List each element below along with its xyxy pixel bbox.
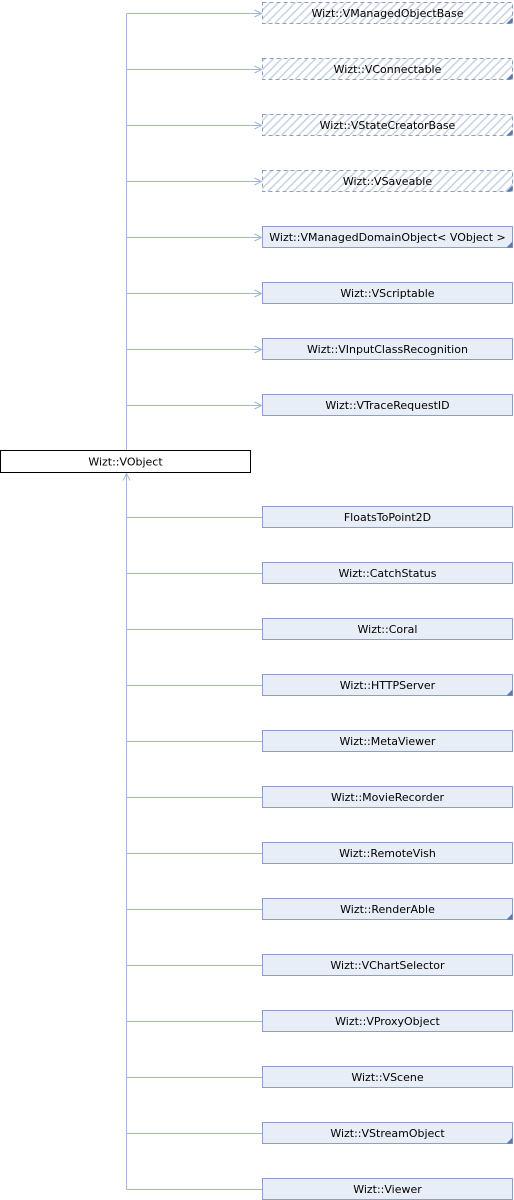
inherit-arrow-icon xyxy=(122,472,131,481)
more-marker-icon xyxy=(506,17,513,24)
inherit-arrow-icon xyxy=(254,401,263,410)
more-marker-icon xyxy=(506,129,513,136)
node-label: Wizt::Coral xyxy=(358,623,418,636)
node-box xyxy=(262,954,513,976)
child-class-node-renderable[interactable]: Wizt::RenderAble xyxy=(262,898,513,920)
more-marker-icon xyxy=(506,73,513,80)
node-label: Wizt::VScriptable xyxy=(340,287,434,300)
node-box xyxy=(262,674,513,696)
node-label: Wizt::MovieRecorder xyxy=(331,791,445,804)
node-label: Wizt::VInputClassRecognition xyxy=(307,343,468,356)
node-label: Wizt::VObject xyxy=(88,456,163,469)
node-box xyxy=(262,1122,513,1144)
child-class-node-vstreamobject[interactable]: Wizt::VStreamObject xyxy=(262,1122,513,1144)
node-box xyxy=(262,506,513,528)
child-class-node-httpserver[interactable]: Wizt::HTTPServer xyxy=(262,674,513,696)
inherit-arrow-icon xyxy=(254,345,263,354)
node-box xyxy=(262,898,513,920)
child-class-node-remotevish[interactable]: Wizt::RemoteVish xyxy=(262,842,513,864)
parent-class-node-vmanagedobjectbase[interactable]: Wizt::VManagedObjectBase xyxy=(262,2,513,24)
child-class-node-floatstopoint2d[interactable]: FloatsToPoint2D xyxy=(262,506,513,528)
node-box xyxy=(0,450,251,473)
parent-class-node-vinputclassrecognition[interactable]: Wizt::VInputClassRecognition xyxy=(262,338,513,360)
node-label: Wizt::VProxyObject xyxy=(335,1015,440,1028)
class-node-vobject[interactable]: Wizt::VObject xyxy=(0,450,251,473)
node-box xyxy=(262,1010,513,1032)
node-label: Wizt::VChartSelector xyxy=(330,959,445,972)
child-class-node-coral[interactable]: Wizt::Coral xyxy=(262,618,513,640)
node-label: Wizt::VScene xyxy=(351,1071,423,1084)
child-class-node-catchstatus[interactable]: Wizt::CatchStatus xyxy=(262,562,513,584)
node-label: Wizt::MetaViewer xyxy=(340,735,436,748)
node-box xyxy=(262,58,513,80)
parent-class-node-vstatecreatorbase[interactable]: Wizt::VStateCreatorBase xyxy=(262,114,513,136)
child-class-node-vscene[interactable]: Wizt::VScene xyxy=(262,1066,513,1088)
node-box xyxy=(262,114,513,136)
node-label: Wizt::CatchStatus xyxy=(339,567,437,580)
node-label: Wizt::RemoteVish xyxy=(339,847,436,860)
edge-layer xyxy=(122,9,263,1190)
child-class-node-vproxyobject[interactable]: Wizt::VProxyObject xyxy=(262,1010,513,1032)
inherit-arrow-icon xyxy=(254,121,263,130)
more-marker-icon xyxy=(506,689,513,696)
node-label: Wizt::VSaveable xyxy=(343,175,432,188)
inherit-arrow-icon xyxy=(254,233,263,242)
node-box xyxy=(262,1066,513,1088)
parent-class-node-vsaveable[interactable]: Wizt::VSaveable xyxy=(262,170,513,192)
child-class-node-metaviewer[interactable]: Wizt::MetaViewer xyxy=(262,730,513,752)
inherit-arrow-icon xyxy=(254,65,263,74)
node-box xyxy=(262,618,513,640)
node-box xyxy=(262,730,513,752)
node-label: Wizt::VManagedObjectBase xyxy=(311,7,463,20)
node-box xyxy=(262,226,513,248)
node-label: Wizt::HTTPServer xyxy=(340,679,436,692)
node-label: Wizt::VStateCreatorBase xyxy=(320,119,456,132)
parent-class-node-vmanageddomainobject-vobject[interactable]: Wizt::VManagedDomainObject< VObject > xyxy=(262,226,513,248)
inherit-arrow-icon xyxy=(254,289,263,298)
child-class-node-movierecorder[interactable]: Wizt::MovieRecorder xyxy=(262,786,513,808)
node-label: Wizt::VConnectable xyxy=(334,63,442,76)
more-marker-icon xyxy=(506,913,513,920)
node-label: Wizt::Viewer xyxy=(353,1183,422,1196)
node-label: Wizt::VManagedDomainObject< VObject > xyxy=(269,231,505,244)
parent-class-node-vconnectable[interactable]: Wizt::VConnectable xyxy=(262,58,513,80)
child-class-node-viewer[interactable]: Wizt::Viewer xyxy=(262,1178,513,1200)
more-marker-icon xyxy=(506,1137,513,1144)
node-box xyxy=(262,562,513,584)
node-box xyxy=(262,282,513,304)
node-label: Wizt::VStreamObject xyxy=(330,1127,445,1140)
parent-class-node-vscriptable[interactable]: Wizt::VScriptable xyxy=(262,282,513,304)
parent-class-node-vtracerequestid[interactable]: Wizt::VTraceRequestID xyxy=(262,394,513,416)
node-box xyxy=(262,338,513,360)
node-box xyxy=(262,170,513,192)
more-marker-icon xyxy=(506,241,513,248)
node-box xyxy=(262,842,513,864)
node-box xyxy=(262,2,513,24)
more-marker-icon xyxy=(506,185,513,192)
inherit-arrow-icon xyxy=(254,9,263,18)
node-label: Wizt::RenderAble xyxy=(340,903,435,916)
node-box xyxy=(262,786,513,808)
node-label: Wizt::VTraceRequestID xyxy=(325,399,449,412)
node-box xyxy=(262,394,513,416)
inherit-arrow-icon xyxy=(254,177,263,186)
node-label: FloatsToPoint2D xyxy=(344,511,431,524)
child-class-node-vchartselector[interactable]: Wizt::VChartSelector xyxy=(262,954,513,976)
